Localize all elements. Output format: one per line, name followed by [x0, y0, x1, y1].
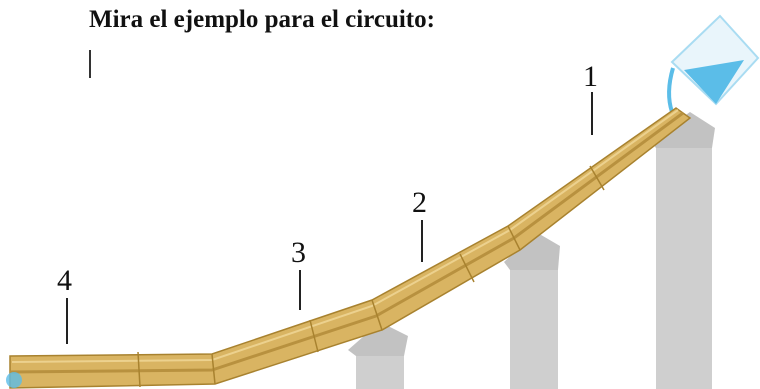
water-bucket-icon	[667, 14, 760, 113]
wooden-channel	[6, 107, 692, 389]
segment-labels: 1 2 3 4	[57, 60, 598, 344]
instruction-title: Mira el ejemplo para el circuito:	[89, 6, 435, 33]
pillar-short	[356, 350, 404, 389]
support-pillars	[348, 112, 715, 389]
segment-label-2: 2	[412, 186, 427, 219]
segment-label-1: 1	[583, 60, 598, 93]
segment-label-3: 3	[291, 236, 306, 269]
pillar-tall	[656, 142, 712, 389]
segment-label-4: 4	[57, 264, 72, 297]
text-cursor	[89, 50, 91, 78]
pillar-medium	[510, 262, 558, 389]
